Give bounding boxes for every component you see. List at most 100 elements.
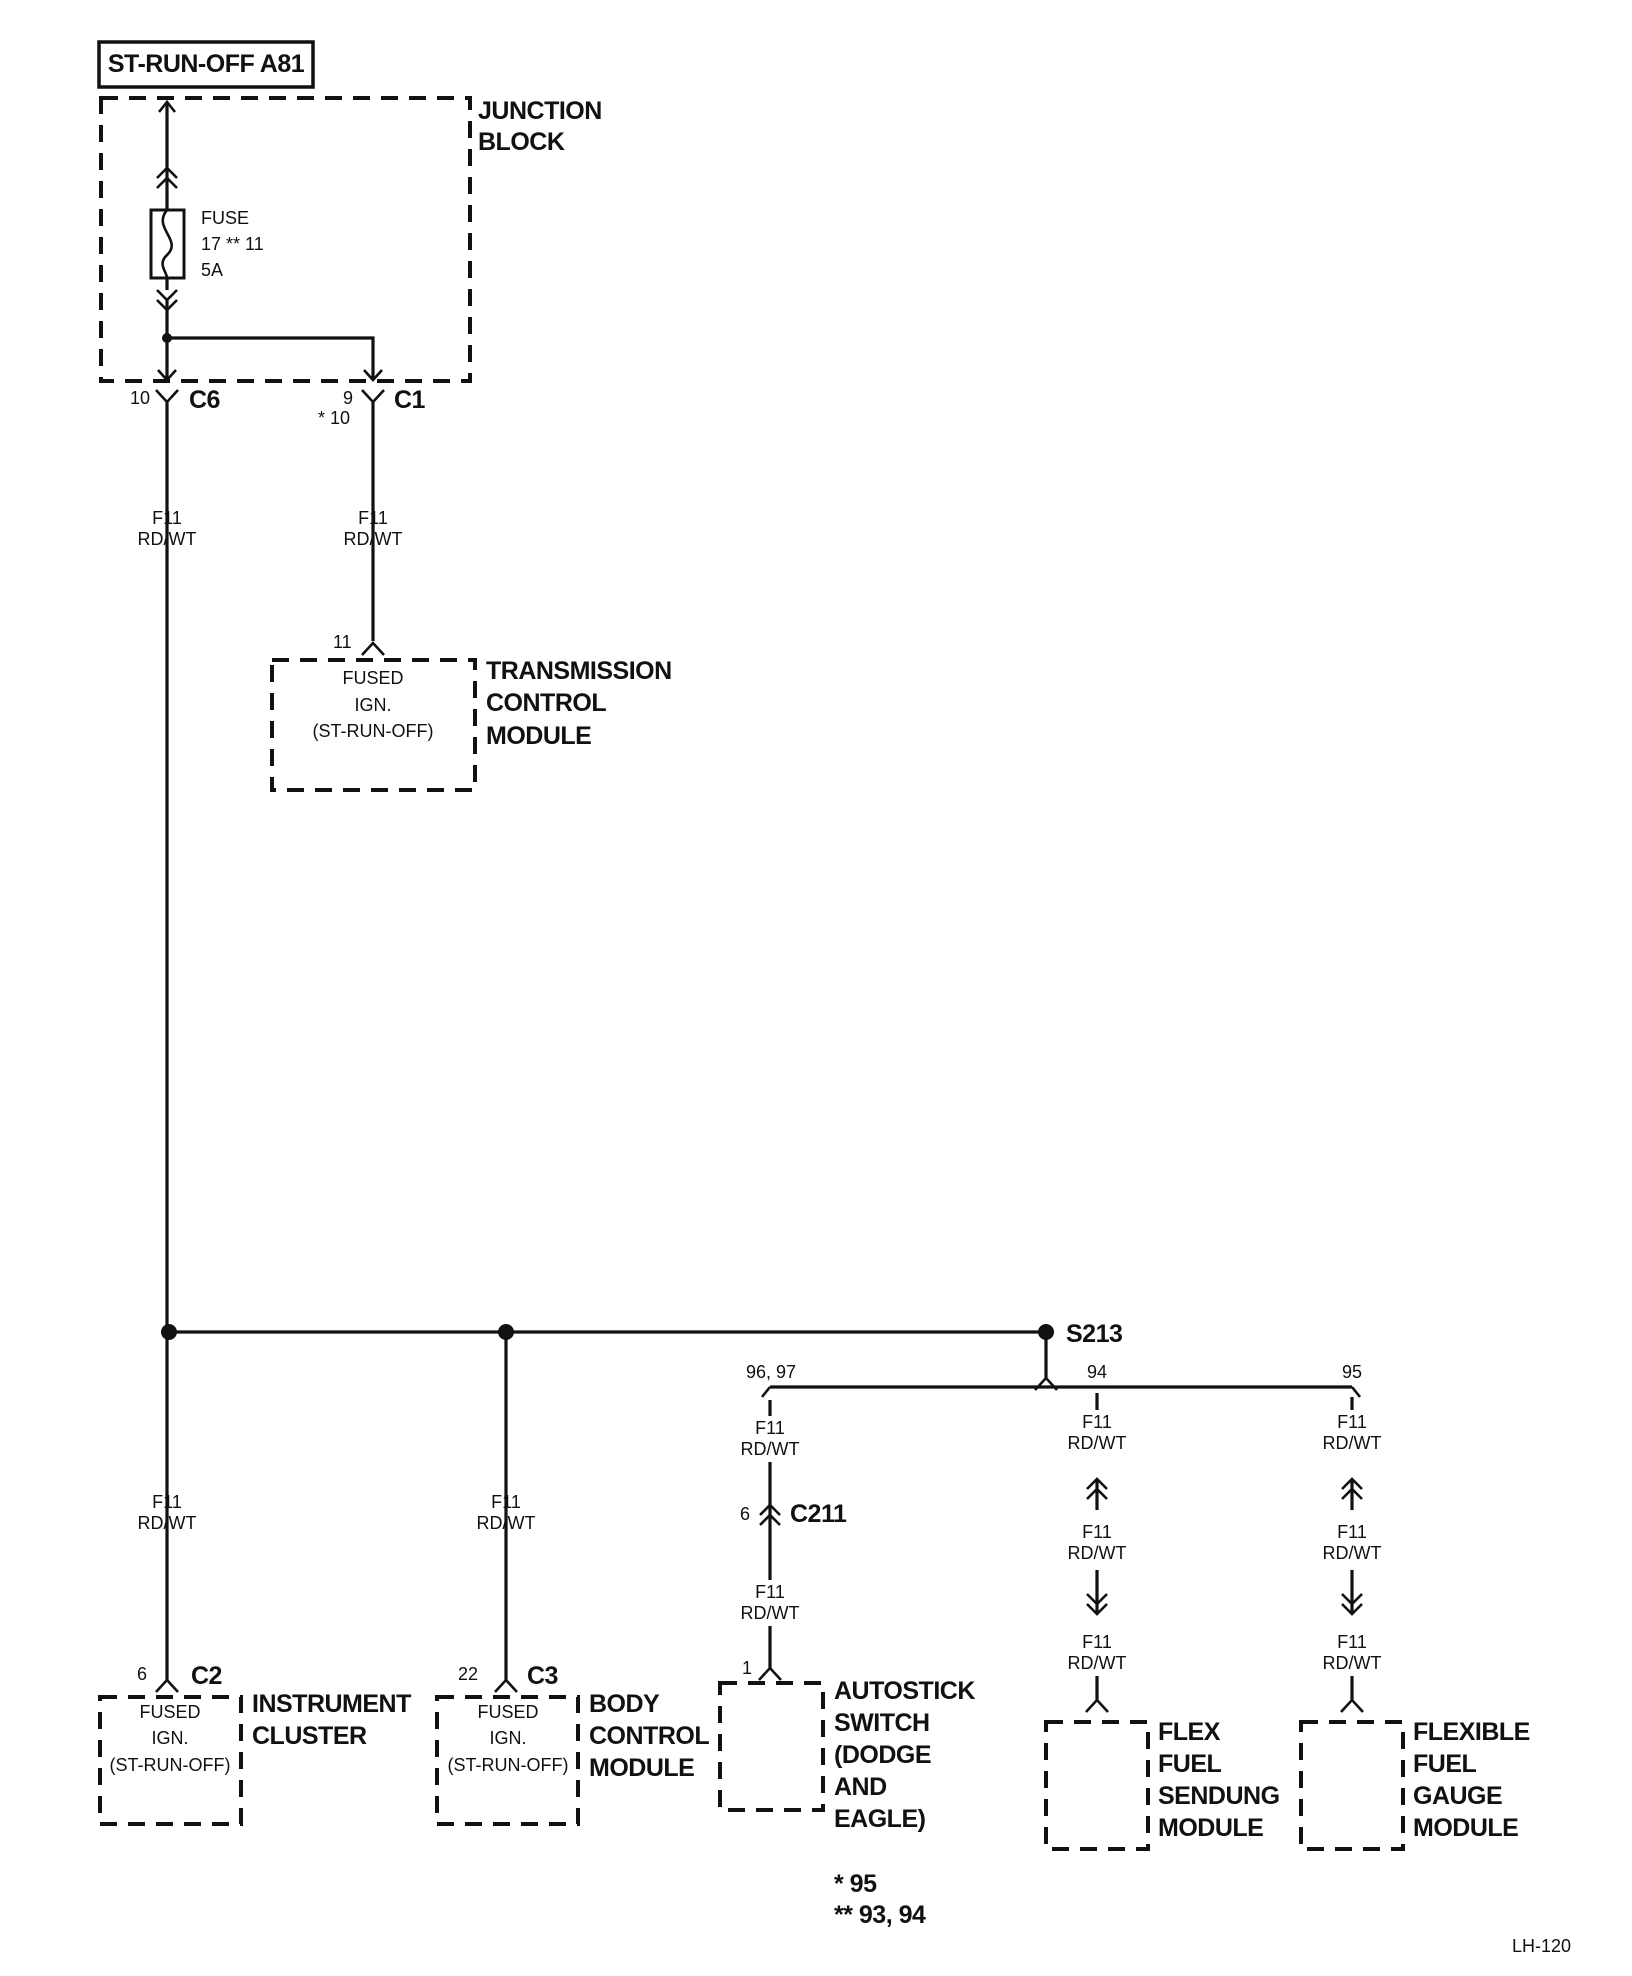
c211-connector-icon [759,1513,781,1526]
ic-label: INSTRUMENT [252,1690,411,1718]
wire-color-label: RD/WT [1068,1433,1127,1453]
connector-icon [156,166,178,179]
fuse-element-icon [161,209,173,279]
connector-icon [1341,1603,1363,1616]
autostick-label: (DODGE [834,1741,931,1769]
c1-label: C1 [394,386,426,414]
fuse-rating: 5A [201,260,223,280]
wire-circuit-label: F11 [152,1492,182,1512]
wire-circuit-label: F11 [755,1582,785,1602]
wire-circuit-label: F11 [1082,1632,1112,1652]
fuse-number: 17 ** 11 [201,234,264,254]
c3-connector-icon [494,1678,518,1693]
tcm-pin: 11 [333,632,352,652]
tcm-inner-text: FUSED [342,668,403,688]
tcm-inner-text: (ST-RUN-OFF) [313,721,434,741]
wire-circuit-label: F11 [755,1418,785,1438]
ic-inner-text: IGN. [151,1728,188,1748]
c211-connector-icon [759,1503,781,1516]
bcm-label: BODY [589,1690,660,1718]
junction-block-label: JUNCTION [478,97,602,125]
connector-icon [1341,1477,1363,1490]
s213-pin-right: 95 [1342,1362,1362,1382]
ic-inner-text: FUSED [139,1702,200,1722]
wire-circuit-label: F11 [1337,1522,1367,1542]
wire-color-label: RD/WT [1323,1543,1382,1563]
connector-icon [1086,1593,1108,1606]
ffsm-label: MODULE [1158,1814,1263,1842]
c6-label: C6 [189,386,220,414]
connector-icon [156,176,178,189]
tcm-label: CONTROL [486,689,606,717]
wire-color-label: RD/WT [1323,1433,1382,1453]
tcm-pin-icon [361,641,385,656]
wire-circuit-label: F11 [491,1492,521,1512]
c6-connector-icon [155,389,179,404]
wire-circuit-label: F11 [1337,1632,1367,1652]
wire-color-label: RD/WT [138,1513,197,1533]
page-code: LH-120 [1512,1936,1571,1956]
ffgm-label: MODULE [1413,1814,1518,1842]
ffsm-label: FLEX [1158,1718,1221,1746]
ffsm-pin-icon [1085,1698,1109,1713]
ic-outline [98,1695,243,1826]
wire-color-label: RD/WT [741,1603,800,1623]
wire-circuit-label: F11 [1082,1522,1112,1542]
bcm-outline [435,1695,580,1826]
wire-color-label: RD/WT [138,529,197,549]
ffsm-outline [1044,1720,1150,1851]
bcm-label: MODULE [589,1754,694,1782]
c3-pin: 22 [458,1664,478,1684]
c6-arrow-icon [157,369,177,382]
bcm-inner-text: (ST-RUN-OFF) [448,1755,569,1775]
footnote: ** 93, 94 [834,1901,926,1929]
connector-icon [1341,1593,1363,1606]
fuse-label: FUSE [201,208,249,228]
s213-pin-mid: 94 [1087,1362,1107,1382]
c2-label: C2 [191,1662,222,1690]
ffgm-label: FLEXIBLE [1413,1718,1530,1746]
c211-label: C211 [790,1500,847,1528]
page-title: ST-RUN-OFF A81 [108,50,305,78]
junction-block-label: BLOCK [478,128,565,156]
autostick-pin: 1 [742,1658,752,1678]
autostick-outline [718,1681,825,1812]
c2-pin: 6 [137,1664,147,1684]
jb-branch-wire [167,336,375,380]
connector-icon [156,289,178,302]
ic-label: CLUSTER [252,1722,367,1750]
wire-color-label: RD/WT [1323,1653,1382,1673]
tcm-label: TRANSMISSION [486,657,672,685]
c1-pin: 9 [343,388,353,408]
s213-pin-left: 96, 97 [746,1362,796,1382]
connector-icon [1086,1603,1108,1616]
wire-circuit-label: F11 [1337,1412,1367,1432]
ffgm-outline [1299,1720,1405,1851]
distribution-end-icon [760,1386,772,1398]
wire-color-label: RD/WT [1068,1543,1127,1563]
autostick-label: SWITCH [834,1709,930,1737]
wire-circuit-label: F11 [1082,1412,1112,1432]
ffgm-label: FUEL [1413,1750,1477,1778]
wire-color-label: RD/WT [344,529,403,549]
s213-label: S213 [1066,1320,1122,1348]
fuse-symbol [149,208,186,280]
distribution-end-icon [1350,1386,1362,1398]
splice-dot [161,1324,177,1340]
wire-color-label: RD/WT [741,1439,800,1459]
ffsm-label: SENDUNG [1158,1782,1280,1810]
bcm-inner-text: FUSED [477,1702,538,1722]
bcm-inner-text: IGN. [489,1728,526,1748]
c2-connector-icon [155,1678,179,1693]
bcm-label: CONTROL [589,1722,709,1750]
wire-color-label: RD/WT [477,1513,536,1533]
ffsm-label: FUEL [1158,1750,1222,1778]
c1-arrow-icon [363,369,383,382]
footnote: * 95 [834,1870,877,1898]
autostick-label: EAGLE) [834,1805,926,1833]
autostick-label: AUTOSTICK [834,1677,975,1705]
ffgm-pin-icon [1340,1698,1364,1713]
connector-icon [1341,1487,1363,1500]
tcm-outline [270,658,477,792]
